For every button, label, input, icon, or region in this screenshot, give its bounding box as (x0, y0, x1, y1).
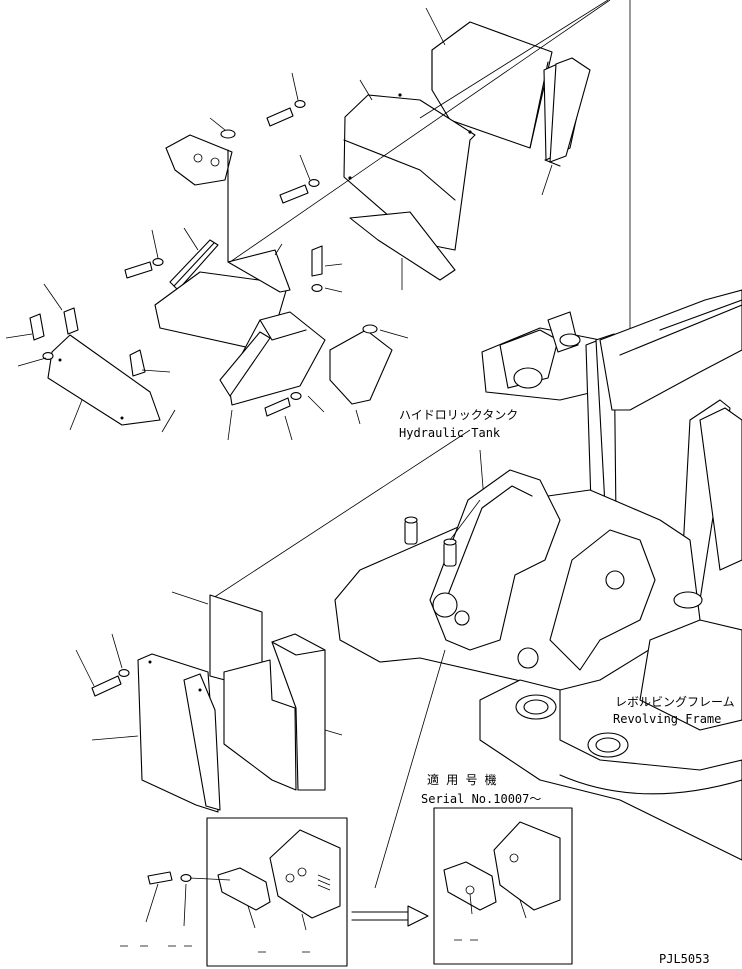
leader-lines (5, 0, 631, 501)
revolving-frame-label-en: Revolving Frame (613, 712, 721, 726)
hydraulic-tank-label-jp: ハイドロリックタンク (399, 408, 518, 422)
upper-cover-assembly (29, 21, 591, 426)
drawing-code: PJL5053 (659, 952, 710, 966)
applicable-serial-label-jp: 適 用 号 機 (427, 772, 497, 787)
dash-marks (120, 939, 478, 953)
side-cover-assembly (75, 429, 471, 889)
text-labels: ハイドロリックタンク Hydraulic Tank レボルビングフレーム Rev… (399, 408, 735, 966)
applicable-serial-label-en: Serial No.10007～ (421, 792, 541, 806)
revolving-frame-assembly (334, 289, 742, 861)
revolving-frame-label-jp: レボルビングフレーム (615, 695, 735, 709)
detail-box-left (145, 817, 429, 967)
detail-box-right (433, 807, 573, 965)
hydraulic-tank-label-en: Hydraulic Tank (399, 426, 501, 440)
